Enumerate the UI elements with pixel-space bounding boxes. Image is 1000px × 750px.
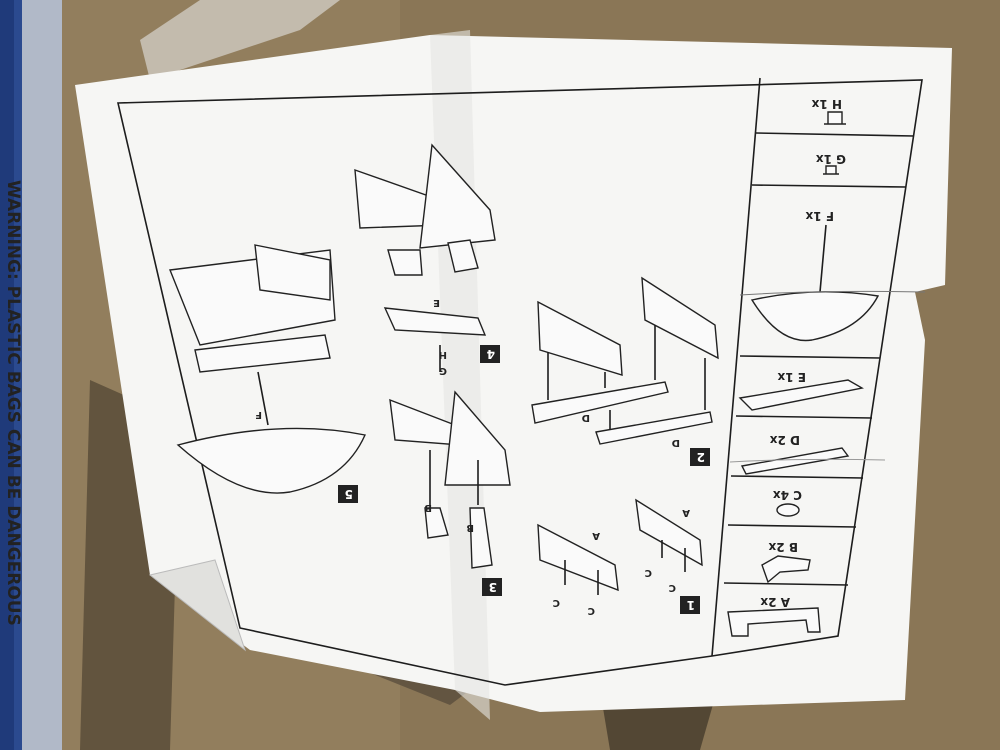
svg-text:C 4x: C 4x xyxy=(773,488,802,502)
svg-text:F: F xyxy=(255,409,262,420)
instruction-sheet xyxy=(75,35,952,712)
step-2-number: 2 xyxy=(697,450,705,464)
step-5-number: 5 xyxy=(345,487,353,501)
step-3: B B 3 xyxy=(389,390,511,596)
paper-tear xyxy=(739,290,926,296)
svg-text:B: B xyxy=(424,502,432,513)
part-D-icon xyxy=(740,447,850,475)
part-C-icon xyxy=(776,503,800,517)
part-row-A: A 2x xyxy=(727,595,821,637)
part-row-D: D 2x xyxy=(740,433,850,475)
paper-crease xyxy=(729,458,886,463)
clear-plastic-bag xyxy=(140,0,340,80)
part-A-icon xyxy=(727,607,821,637)
bag-warning-text: WARNING: PLASTIC BAGS CAN BE DANGEROUS xyxy=(3,180,23,626)
part-row-H: H 1x xyxy=(811,97,846,125)
svg-text:A: A xyxy=(592,530,600,541)
part-row-E: E 1x xyxy=(738,370,864,411)
svg-text:C: C xyxy=(588,605,595,616)
svg-text:G 1x: G 1x xyxy=(816,152,846,166)
step-5-bowl xyxy=(176,427,366,494)
part-row-G: G 1x xyxy=(816,152,846,175)
parts-column-divider xyxy=(711,77,761,657)
svg-text:F 1x: F 1x xyxy=(805,209,834,223)
plastic-bag: WARNING: PLASTIC BAGS CAN BE DANGEROUS xyxy=(0,0,62,750)
part-H-icon xyxy=(824,111,846,125)
svg-text:A: A xyxy=(682,507,690,518)
step-1-number: 1 xyxy=(687,598,695,612)
step-4-number: 4 xyxy=(487,347,495,361)
svg-text:D: D xyxy=(582,412,590,423)
svg-text:B: B xyxy=(466,522,474,533)
svg-text:D 2x: D 2x xyxy=(769,433,800,447)
step-3-number: 3 xyxy=(489,580,497,594)
svg-text:G: G xyxy=(439,365,447,376)
svg-text:C: C xyxy=(645,567,652,578)
part-G-icon xyxy=(823,165,839,175)
svg-text:B 2x: B 2x xyxy=(768,540,798,554)
step-1: A A C C C C 1 xyxy=(537,498,703,616)
step-4: E G H 4 xyxy=(354,143,500,376)
svg-text:C: C xyxy=(669,582,676,593)
svg-text:C: C xyxy=(553,597,560,608)
folded-corner xyxy=(148,559,247,652)
part-row-F: F 1x xyxy=(750,209,880,342)
svg-text:H: H xyxy=(439,349,447,360)
part-row-B: B 2x xyxy=(761,540,811,584)
svg-text:A 2x: A 2x xyxy=(760,595,790,609)
parts-list: H 1x G 1x F 1x E 1x D 2x C 4x B 2x xyxy=(723,97,915,637)
svg-text:E 1x: E 1x xyxy=(777,370,806,384)
step-2: D D 2 xyxy=(531,276,719,466)
part-E-icon xyxy=(738,379,864,411)
svg-text:E: E xyxy=(433,297,440,308)
step-5: F 5 xyxy=(169,244,366,503)
part-B-icon xyxy=(761,555,811,584)
svg-text:H 1x: H 1x xyxy=(811,97,842,111)
svg-text:D: D xyxy=(672,437,680,448)
part-row-C: C 4x xyxy=(773,488,802,517)
